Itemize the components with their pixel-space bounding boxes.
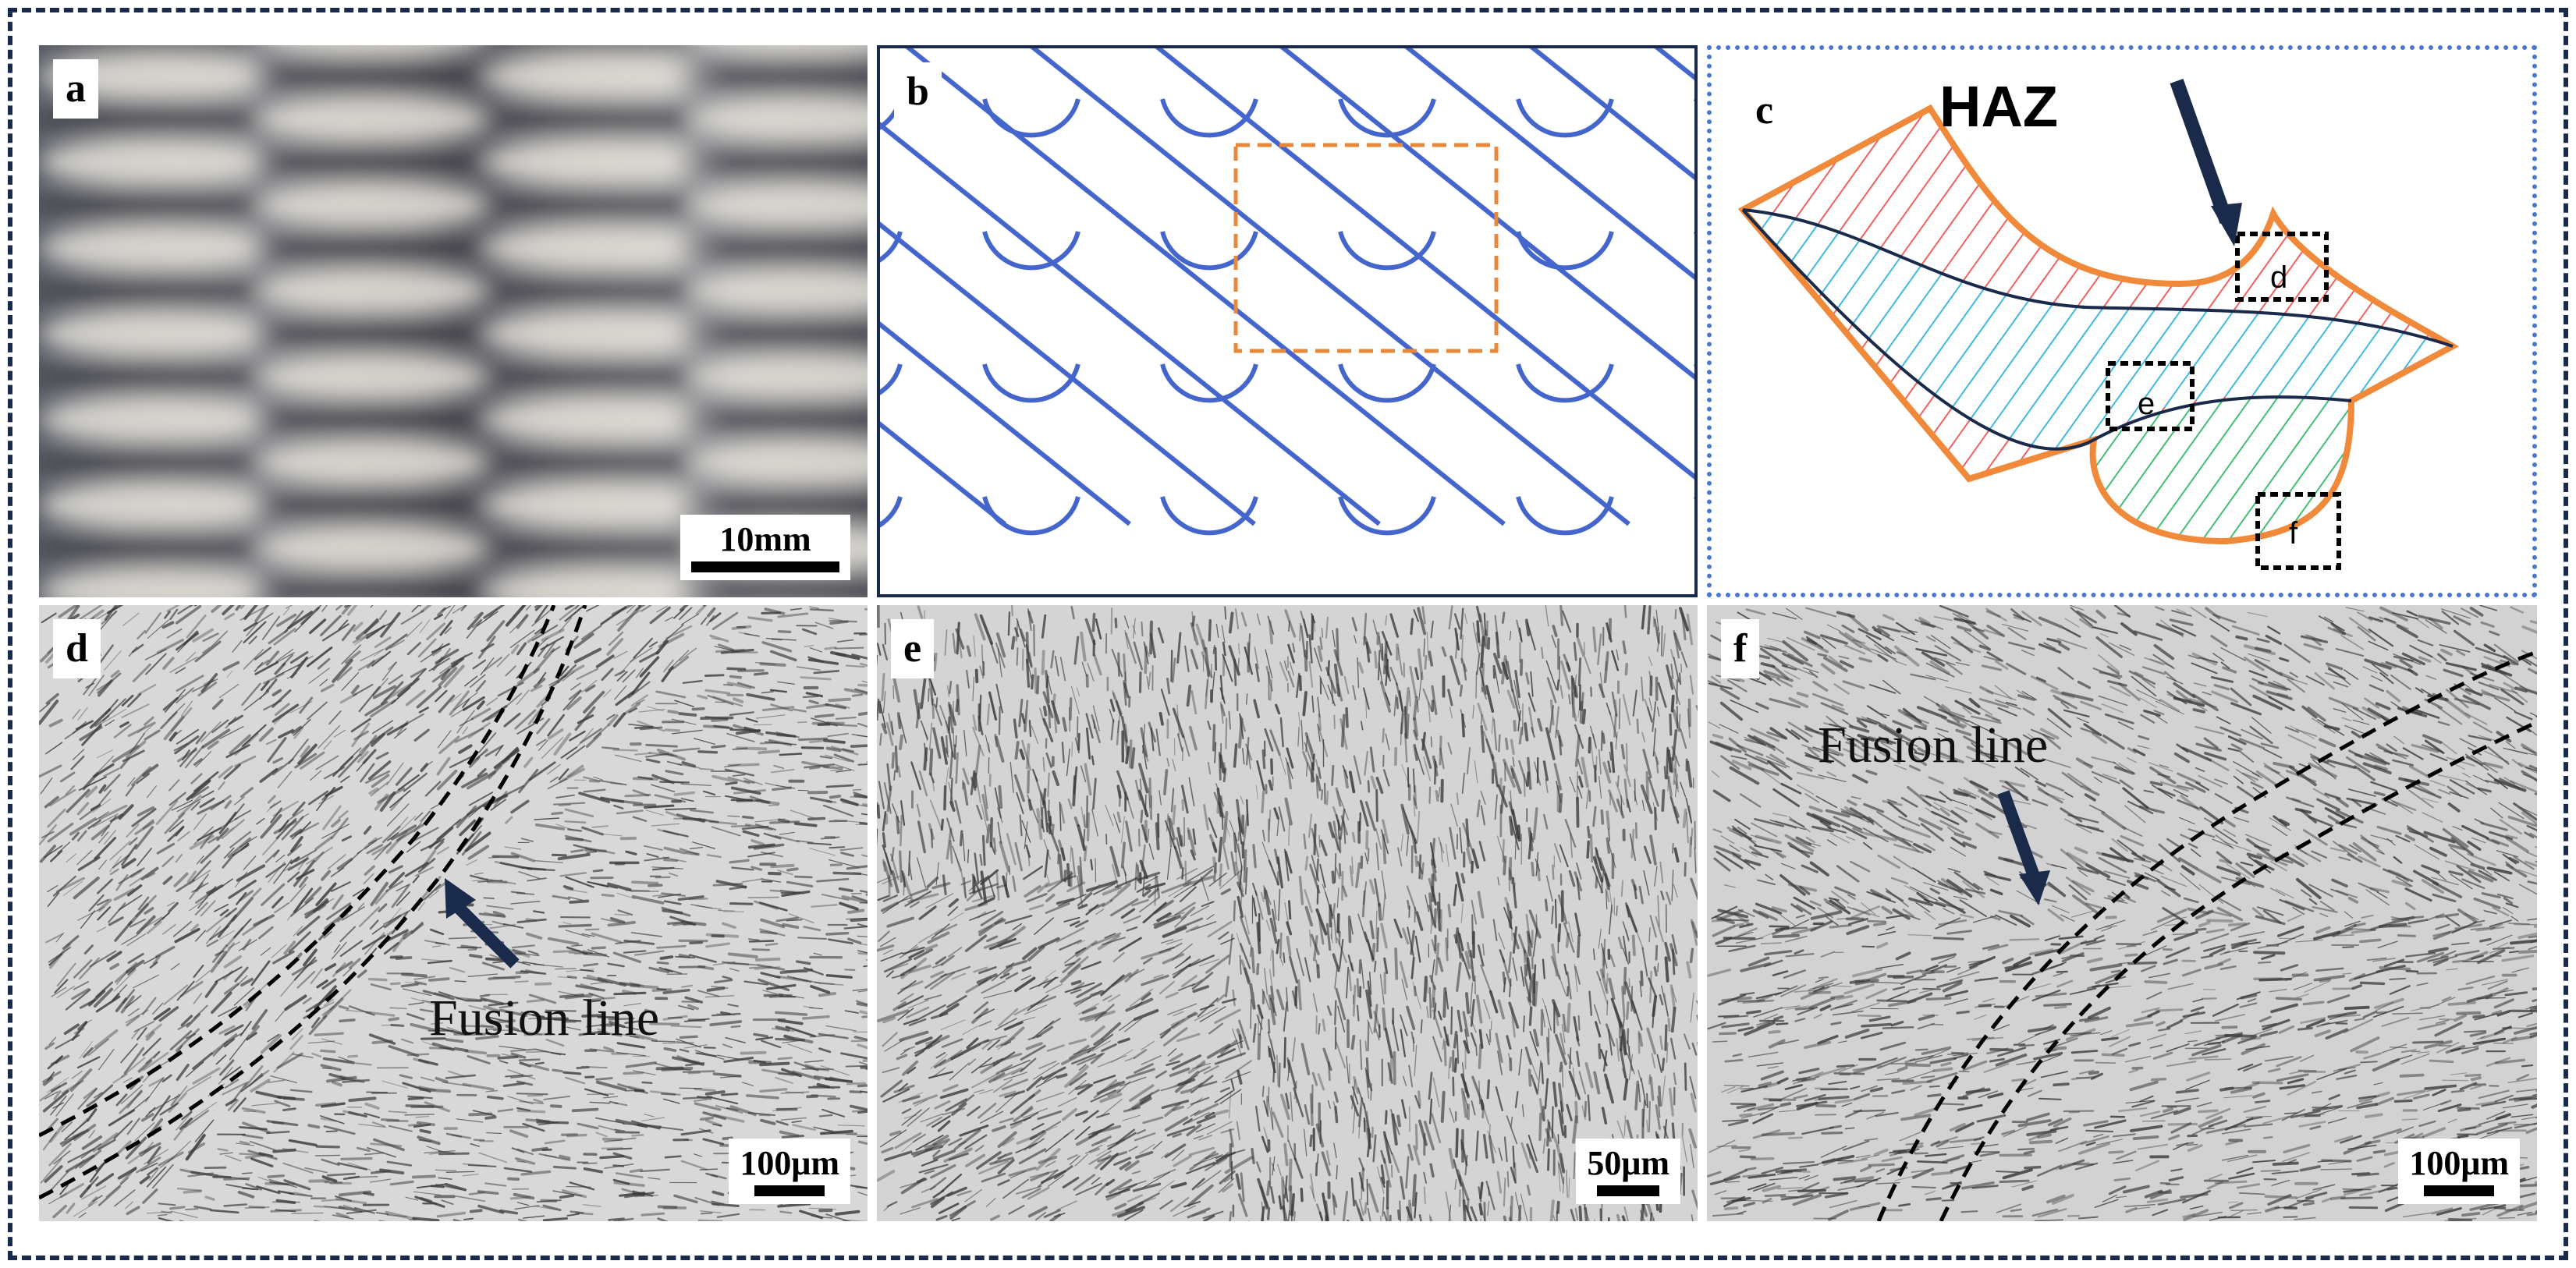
panel-label-f: f [1721, 619, 1760, 678]
arrow-icon [2170, 78, 2242, 246]
scale-text-d: 100μm [740, 1143, 839, 1182]
panel-label-a: a [53, 59, 98, 119]
panel-c-haz-diagram: c HAZ d e f [1707, 45, 2537, 597]
arrow-icon [445, 878, 520, 969]
fusion-line-label-f: Fusion line [1818, 717, 2049, 774]
scale-text-e: 50μm [1587, 1143, 1669, 1182]
micrograph-f [1707, 605, 2537, 1221]
figure-frame [8, 8, 2568, 1260]
panel-b-schematic: b [877, 45, 1698, 597]
haz-label: HAZ [1939, 74, 2059, 139]
panel-label-c: c [1743, 81, 1787, 140]
panel-f-micrograph: f Fusion line 100μm [1707, 605, 2537, 1221]
arrow-icon [1997, 790, 2050, 905]
scale-bar-a: 10mm [680, 514, 850, 580]
micrograph-d [39, 605, 868, 1221]
scale-line-d [754, 1185, 825, 1196]
panel-label-d: d [53, 619, 101, 678]
panel-a-photo: a 10mm [39, 45, 868, 597]
scale-line-e [1597, 1185, 1660, 1196]
scale-line-a [691, 561, 839, 572]
box-label-d: d [2270, 260, 2288, 295]
micrograph-e [877, 605, 1698, 1221]
box-label-f: f [2289, 516, 2298, 551]
panel-e-micrograph: e 50μm [877, 605, 1698, 1221]
haz-diagram [1737, 78, 2460, 570]
scale-bar-f: 100μm [2398, 1138, 2520, 1204]
panel-d-micrograph: d Fusion line 100μm [39, 605, 868, 1221]
scale-text-a: 10mm [719, 519, 811, 558]
fusion-line-label-d: Fusion line [429, 990, 660, 1047]
scale-line-f [2424, 1185, 2495, 1196]
scale-bar-e: 50μm [1576, 1138, 1680, 1204]
box-label-e: e [2138, 387, 2156, 421]
fish-scale-diagram [880, 48, 1694, 536]
panel-label-e: e [891, 619, 935, 678]
scale-bar-d: 100μm [729, 1138, 850, 1204]
scale-text-f: 100μm [2409, 1143, 2509, 1182]
panel-label-b: b [894, 62, 942, 122]
weld-photo [39, 45, 868, 597]
